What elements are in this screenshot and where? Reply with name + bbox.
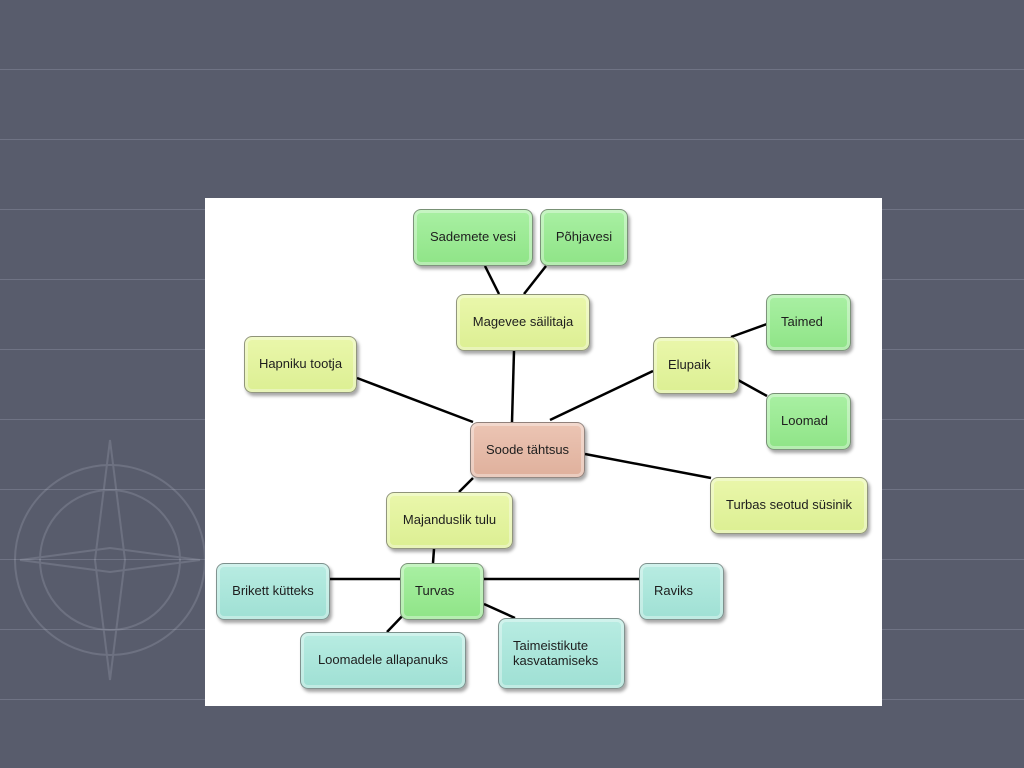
node-brikett-kutteks: Brikett kütteks xyxy=(216,563,330,620)
connector-line xyxy=(523,265,547,295)
connector-line xyxy=(549,369,654,422)
node-loomadele-allapanuks: Loomadele allapanuks xyxy=(300,632,466,689)
mind-map-canvas: Sademete vesi Põhjavesi Magevee säilitaj… xyxy=(205,198,882,706)
connector-line xyxy=(730,322,768,339)
node-label-line: Taimeistikute xyxy=(513,637,589,653)
node-majanduslik-tulu: Majanduslik tulu xyxy=(386,492,513,549)
node-pohjavesi: Põhjavesi xyxy=(540,209,628,266)
node-turbas-seotud-susinik: Turbas seotud süsinik xyxy=(710,477,868,534)
connector-line xyxy=(737,378,768,398)
node-loomad: Loomad xyxy=(766,393,851,450)
node-sademete-vesi: Sademete vesi xyxy=(413,209,533,266)
node-magevee-sailitaja: Magevee säilitaja xyxy=(456,294,590,351)
node-soode-tahtsus-center: Soode tähtsus xyxy=(470,422,585,478)
node-elupaik: Elupaik xyxy=(653,337,739,394)
connector-line xyxy=(483,265,501,295)
node-taimeistikute-kasvatamiseks: Taimeistikute kasvatamiseks xyxy=(498,618,625,689)
connector-line xyxy=(458,477,474,493)
connector-line xyxy=(356,376,474,424)
connector-line xyxy=(431,548,436,564)
connector-line xyxy=(483,602,516,620)
node-raviks: Raviks xyxy=(639,563,724,620)
background-rule xyxy=(0,69,1024,70)
background-rule xyxy=(0,139,1024,140)
node-turvas: Turvas xyxy=(400,563,484,620)
node-label-line: kasvatamiseks xyxy=(513,652,599,668)
connector-lines xyxy=(330,265,768,633)
connector-line xyxy=(510,350,516,423)
node-hapniku-tootja: Hapniku tootja xyxy=(244,336,357,393)
connector-line xyxy=(584,452,712,480)
node-taimed: Taimed xyxy=(766,294,851,351)
